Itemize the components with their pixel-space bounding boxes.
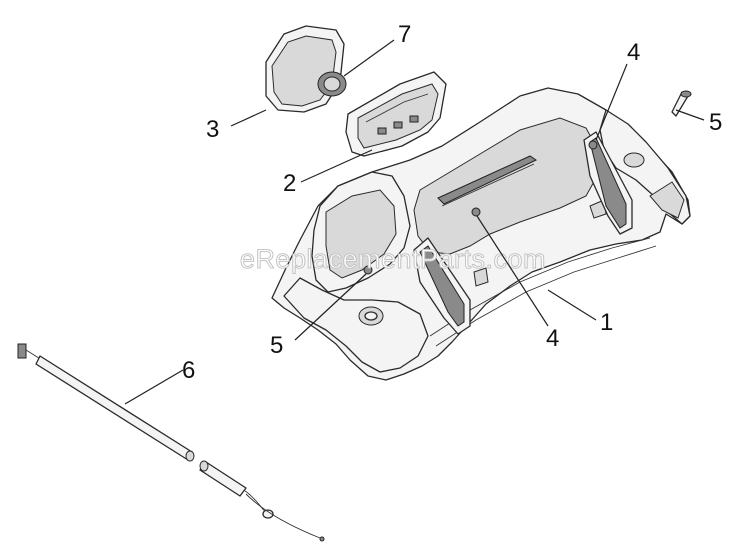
callout-1: 1 xyxy=(600,309,613,336)
leader-lines xyxy=(124,39,705,405)
callout-2: 2 xyxy=(283,170,296,197)
lens-strip-left xyxy=(413,237,471,335)
wiring-harness xyxy=(17,343,325,542)
callout-6: 6 xyxy=(182,357,195,384)
headlight-housing xyxy=(345,71,447,157)
headlight-lamp xyxy=(265,25,345,113)
lens-strip-right xyxy=(583,131,633,235)
callout-5-left: 5 xyxy=(270,332,283,359)
callout-4-top: 4 xyxy=(627,39,640,66)
callout-4-center: 4 xyxy=(546,325,559,352)
watermark-text: eReplacementParts.com xyxy=(240,244,546,274)
bulb-socket xyxy=(317,71,347,97)
callout-5-right: 5 xyxy=(709,109,722,136)
callout-3: 3 xyxy=(206,116,219,143)
callout-7: 7 xyxy=(398,21,411,48)
hood-body xyxy=(271,87,691,381)
